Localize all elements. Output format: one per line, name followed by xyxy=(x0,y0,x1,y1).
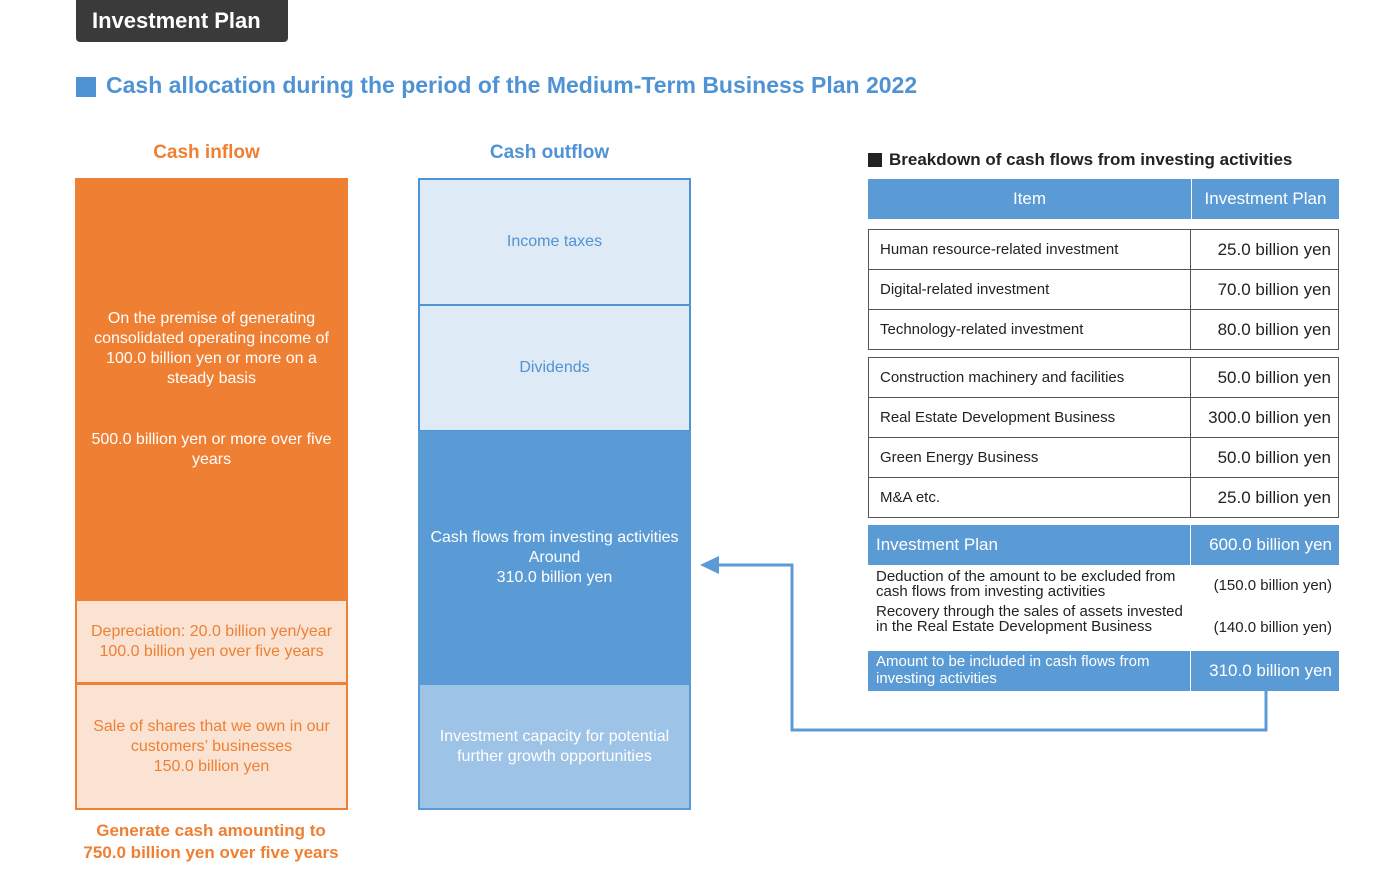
table-row: Digital-related investment 70.0 billion … xyxy=(869,269,1338,309)
row-value: 80.0 billion yen xyxy=(1217,320,1331,339)
breakdown-group-1: Human resource-related investment 25.0 b… xyxy=(868,229,1339,350)
inflow-footer: Generate cash amounting to 750.0 billion… xyxy=(60,820,362,864)
row-item: Digital-related investment xyxy=(869,270,1191,309)
amount-value: 310.0 billion yen xyxy=(1209,661,1332,680)
row-item: Green Energy Business xyxy=(869,438,1191,477)
row-value: 25.0 billion yen xyxy=(1217,240,1331,259)
breakdown-square-icon xyxy=(868,153,882,167)
inflow-footer-line1: Generate cash amounting to xyxy=(96,821,326,840)
plan-label: Investment Plan xyxy=(868,525,1191,565)
inflow-main-text-2: 500.0 billion yen or more over five year… xyxy=(91,431,332,468)
outflow-dividends-block: Dividends xyxy=(418,305,691,432)
outflow-income-taxes-text: Income taxes xyxy=(506,233,603,250)
inflow-depreciation-block: Depreciation: 20.0 billion yen/year 100.… xyxy=(75,599,348,684)
arrow-head-icon xyxy=(700,556,719,574)
amount-label: Amount to be included in cash flows from… xyxy=(868,651,1191,691)
deduction-value: (150.0 billion yen) xyxy=(1213,576,1332,594)
section-badge: Investment Plan xyxy=(76,0,288,42)
investment-plan-total-row: Investment Plan 600.0 billion yen xyxy=(868,525,1339,565)
header-item: Item xyxy=(868,179,1192,219)
inflow-shares-block: Sale of shares that we own in our custom… xyxy=(75,683,348,810)
header-investment-plan: Investment Plan xyxy=(1204,189,1327,208)
table-row: Human resource-related investment 25.0 b… xyxy=(869,230,1338,269)
breakdown-group-2: Construction machinery and facilities 50… xyxy=(868,357,1339,518)
outflow-investing-amount: 310.0 billion yen xyxy=(496,568,613,586)
table-row: M&A etc. 25.0 billion yen xyxy=(869,477,1338,517)
breakdown-table-header: Item Investment Plan xyxy=(868,179,1339,219)
deduction-row: Deduction of the amount to be excluded f… xyxy=(868,569,1339,601)
subtitle: Cash allocation during the period of the… xyxy=(106,72,918,98)
table-row: Real Estate Development Business 300.0 b… xyxy=(869,397,1338,437)
row-value: 25.0 billion yen xyxy=(1217,488,1331,507)
row-value: 50.0 billion yen xyxy=(1217,368,1331,387)
inflow-depreciation-text: Depreciation: 20.0 billion yen/year 100.… xyxy=(90,622,333,660)
row-item: Human resource-related investment xyxy=(869,230,1191,269)
outflow-capacity-text: Investment capacity for potential furthe… xyxy=(439,727,670,765)
outflow-investing-block: Cash flows from investing activities Aro… xyxy=(418,431,691,684)
row-item: M&A etc. xyxy=(869,478,1191,517)
breakdown-title: Breakdown of cash flows from investing a… xyxy=(889,150,1293,169)
outflow-income-taxes-block: Income taxes xyxy=(418,178,691,306)
recovery-label: Recovery through the sales of assets inv… xyxy=(876,603,1183,635)
outflow-capacity-block: Investment capacity for potential furthe… xyxy=(418,683,691,810)
recovery-value: (140.0 billion yen) xyxy=(1213,618,1332,636)
inflow-main-text-1: On the premise of generating consolidate… xyxy=(94,310,329,387)
row-value: 300.0 billion yen xyxy=(1208,408,1331,427)
recovery-row: Recovery through the sales of assets inv… xyxy=(868,604,1339,650)
row-item: Construction machinery and facilities xyxy=(869,358,1191,397)
cash-outflow-heading: Cash outflow xyxy=(489,142,610,163)
amount-included-row: Amount to be included in cash flows from… xyxy=(868,651,1339,691)
table-row: Green Energy Business 50.0 billion yen xyxy=(869,437,1338,477)
row-item: Real Estate Development Business xyxy=(869,398,1191,437)
row-value: 50.0 billion yen xyxy=(1217,448,1331,467)
table-row: Construction machinery and facilities 50… xyxy=(869,358,1338,397)
inflow-shares-text: Sale of shares that we own in our custom… xyxy=(93,717,330,755)
row-value: 70.0 billion yen xyxy=(1217,280,1331,299)
outflow-investing-text: Cash flows from investing activities Aro… xyxy=(430,528,679,566)
inflow-operating-income-block: On the premise of generating consolidate… xyxy=(75,178,348,600)
table-row: Technology-related investment 80.0 billi… xyxy=(869,309,1338,349)
deduction-label: Deduction of the amount to be excluded f… xyxy=(876,568,1176,600)
plan-value: 600.0 billion yen xyxy=(1209,535,1332,554)
subtitle-square-icon xyxy=(76,77,96,97)
inflow-footer-line2: 750.0 billion yen over five years xyxy=(83,843,339,862)
row-item: Technology-related investment xyxy=(869,310,1191,349)
inflow-shares-amount: 150.0 billion yen xyxy=(153,757,270,775)
cash-inflow-heading: Cash inflow xyxy=(153,142,260,163)
outflow-dividends-text: Dividends xyxy=(519,359,590,376)
